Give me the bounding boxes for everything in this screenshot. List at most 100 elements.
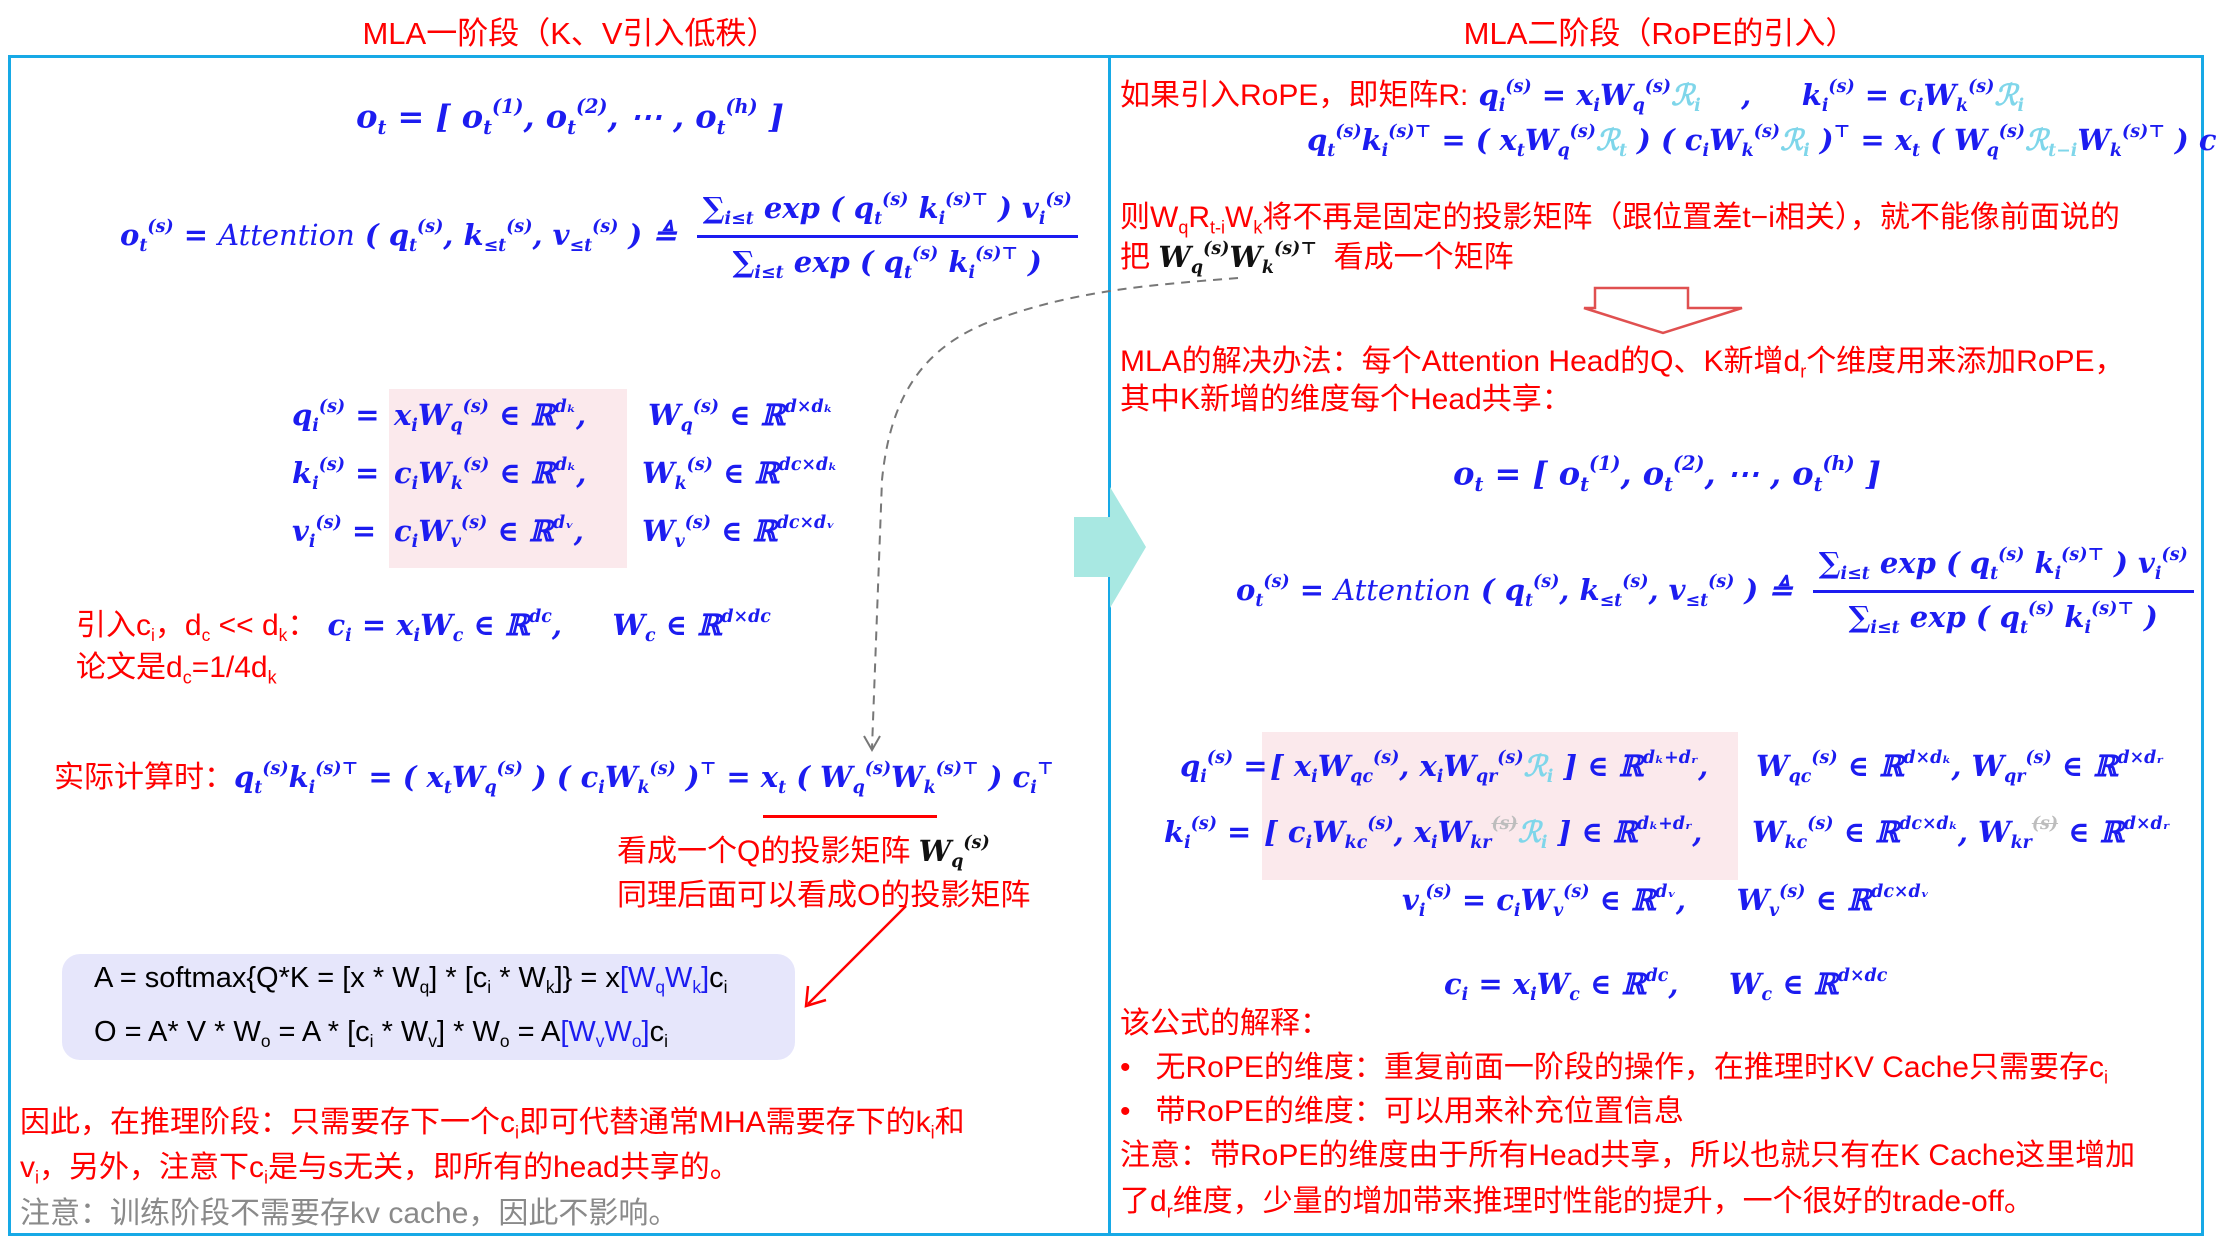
formula-token: , W [1957, 815, 2011, 850]
actual-computation-formula: 实际计算时：qt(s)ki(s)⊤ = ( xtWq(s) ) ( ciWk(s… [54, 752, 1054, 798]
formula-token: i [1305, 833, 1313, 854]
formula-token: k [938, 245, 969, 280]
formula-token: t [1516, 141, 1525, 162]
formula-token: ℛ [1994, 78, 2018, 112]
formula-token: dᵥ [552, 513, 574, 533]
formula-token: (s) [1998, 545, 2025, 565]
q-lhs: qi(s) = [292, 397, 380, 436]
formula-token: =1/4d [191, 651, 268, 684]
formula-token: t [874, 209, 883, 230]
dashed-arrowhead [863, 735, 881, 753]
formula-token: * W [373, 1016, 429, 1048]
paper-note: 论文是dc=1/4dk [76, 642, 277, 688]
formula-token: dₖ+dᵣ [1642, 748, 1699, 768]
wk-rope-dims: Wkc(s) ∈ ℝdc×dₖ, Wkr(s) ∈ ℝd×dᵣ [1752, 814, 2170, 853]
formula-token: (s) [462, 455, 490, 475]
formula-token: v [1402, 883, 1419, 918]
formula-token: W [891, 760, 924, 794]
formula-token: , W [1951, 749, 2005, 784]
formula-token: , x [1393, 815, 1432, 850]
formula-token: t [483, 116, 492, 140]
formula-token: c [1569, 985, 1580, 1006]
formula-token: = [1216, 815, 1252, 850]
output-concat-formula: ot = [ ot(1), ot(2), ⋯ , ot(h) ] [356, 95, 784, 139]
formula-token: i [411, 416, 418, 437]
formula-token: i [1530, 985, 1537, 1006]
formula-token: 实际计算时： [54, 761, 234, 794]
formula-token: t [254, 778, 263, 799]
formula-token: t [716, 116, 726, 140]
formula-token: = A [509, 1016, 561, 1048]
formula-token: i [1030, 778, 1037, 799]
formula-token: ] * [c [429, 962, 488, 994]
formula-token: 因此，在推理阶段：只需要存下一个c [20, 1106, 515, 1139]
formula-token: (s) [1828, 76, 1855, 97]
formula-token: 看成一个矩阵 [1316, 241, 1514, 274]
formula-token: dc [529, 606, 552, 627]
formula-token: (2) [1673, 452, 1705, 475]
attention-fraction: ∑i≤t exp ( qt(s) ki(s)⊤ ) vi(s) ∑i≤t exp… [1812, 545, 2194, 638]
wk-dim: Wk(s) ∈ ℝdc×dₖ [642, 455, 837, 494]
formula-token: (s) [2031, 814, 2059, 834]
formula-token: kr [1470, 833, 1492, 854]
formula-token: q [484, 778, 497, 799]
formula-token: W [604, 1016, 632, 1048]
formula-token: (s) [1753, 122, 1780, 142]
formula-token: ℛ [1671, 78, 1695, 112]
formula-token: ] * W [437, 1016, 500, 1048]
formula-token: kr [2010, 833, 2032, 854]
formula-token: (s) [1425, 882, 1452, 902]
formula-token: << d [210, 609, 279, 642]
v-lhs: vi(s) = [292, 513, 376, 552]
formula-token: ] [701, 962, 710, 994]
formula-token: , W [1668, 967, 1762, 1002]
formula-token: ∈ ℝ [488, 398, 555, 433]
formula-token: k [267, 667, 277, 688]
formula-token: v [450, 532, 461, 553]
formula-token: t [1474, 473, 1484, 497]
formula-token: ( q [1470, 572, 1525, 607]
explanation-bullet-1: • 无RoPE的维度：重复前面一阶段的操作，在推理时KV Cache只需要存ci [1120, 1042, 2108, 1088]
formula-token: i [968, 263, 976, 284]
formula-token: qr [1475, 767, 1498, 788]
formula-token: t [903, 263, 912, 284]
formula-token: ∈ ℝ [487, 514, 553, 549]
red-arrowhead [804, 985, 827, 1008]
formula-token: i [1694, 96, 1701, 117]
attention-formula: ot(s) = Attention ( qt(s), k≤t(s), v≤t(s… [120, 190, 1078, 283]
formula-token: v [20, 1151, 35, 1184]
formula-token: 论文是d [76, 651, 183, 684]
panel-frame [8, 55, 2204, 1236]
formula-token: t [1580, 473, 1589, 497]
underline-marker [763, 815, 937, 818]
formula-token: ⊤ [1833, 122, 1851, 142]
formula-token: q [680, 416, 693, 437]
formula-token: r [1800, 361, 1807, 382]
attention-fraction: ∑i≤t exp ( qt(s) ki(s)⊤ ) vi(s) ∑i≤t exp… [696, 190, 1078, 284]
formula-token: t [778, 778, 787, 799]
formula-token: W [648, 398, 681, 433]
rope-intro-formula: 如果引入RoPE，即矩阵R: qi(s) = xiWq(s)ℛi , ki(s)… [1120, 70, 2024, 116]
formula-token: i [2054, 564, 2062, 585]
formula-token: c [709, 962, 724, 994]
formula-token: , x [1399, 749, 1437, 784]
formula-token: ： [287, 609, 318, 642]
formula-token: (s)⊤ [1388, 122, 1432, 142]
formula-token: i≤t [724, 209, 754, 230]
wv-dim: Wv(s) ∈ ℝdc×dᵥ [642, 513, 835, 552]
formula-token: ℛ [1523, 749, 1547, 784]
formula-token: ∈ ℝ [1589, 883, 1656, 918]
formula-token: (s) [462, 397, 489, 417]
formula-token: ，另外，注意下c [39, 1151, 264, 1184]
formula-token: (s) [1373, 748, 1400, 768]
formula-token: (s) [1807, 814, 1834, 834]
formula-token: 其中K新增的维度每个Head共享： [1120, 383, 1572, 416]
formula-token: W [642, 514, 675, 549]
formula-token: k [545, 977, 555, 998]
formula-token: (s) [1263, 571, 1290, 592]
formula-token: d×dₖ [1903, 748, 1952, 768]
attention-matrix-line: A = softmax{Q*K = [x * Wq] * [ci * Wk]} … [94, 962, 728, 998]
formula-token: ) c [978, 760, 1031, 794]
highlight-box-right [1262, 732, 1738, 880]
formula-token: 把 [1120, 241, 1159, 274]
